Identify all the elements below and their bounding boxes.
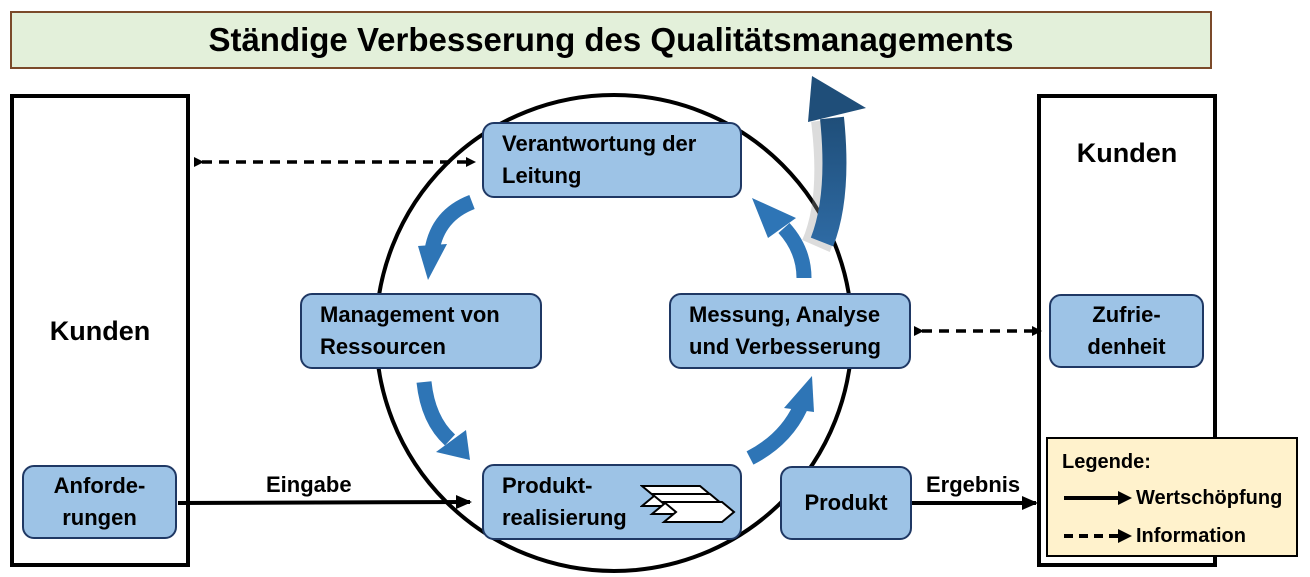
box-satisfaction: Zufrie- denheit	[1049, 294, 1204, 368]
box-product: Produkt	[780, 466, 912, 540]
box-requirements-line1: Anforde-	[53, 473, 146, 498]
legend-title: Legende:	[1062, 451, 1151, 473]
customer-label-right: Kunden	[1076, 138, 1178, 168]
box-realization-line2: realisierung	[502, 505, 627, 530]
cycle-arrow-top-left	[418, 194, 475, 280]
box-leadership-line1: Verantwortung der	[502, 131, 697, 156]
process-chevrons-icon	[640, 485, 736, 523]
input-label: Eingabe	[266, 472, 352, 497]
box-resources-line2: Ressourcen	[320, 334, 446, 359]
legend-solid-arrow-icon	[1064, 491, 1132, 505]
box-leadership: Verantwortung der Leitung	[482, 122, 742, 198]
box-requirements-line2: rungen	[62, 505, 137, 530]
legend: Legende: Wertschöpfung Information	[1046, 437, 1298, 557]
page-title: Ständige Verbesserung des Qualitätsmanag…	[10, 11, 1212, 69]
cycle-arrow-bottom-right	[746, 376, 814, 465]
improvement-arrow	[802, 76, 866, 252]
cycle-arrow-top-right	[752, 198, 812, 279]
box-resources: Management von Ressourcen	[300, 293, 542, 369]
cycle-arrow-bottom-left	[416, 381, 470, 460]
box-satisfaction-line2: denheit	[1087, 334, 1166, 359]
legend-information: Information	[1136, 525, 1246, 547]
legend-dashed-arrow-icon	[1064, 529, 1132, 543]
box-measurement-line1: Messung, Analyse	[689, 302, 881, 327]
box-product-label: Produkt	[804, 490, 888, 515]
box-measurement: Messung, Analyse und Verbesserung	[669, 293, 911, 369]
box-requirements: Anforde- rungen	[22, 465, 177, 539]
box-satisfaction-line1: Zufrie-	[1092, 302, 1161, 327]
legend-value-chain: Wertschöpfung	[1136, 487, 1283, 509]
box-realization: Produkt- realisierung	[482, 464, 742, 540]
input-arrow	[177, 495, 472, 510]
output-label: Ergebnis	[926, 472, 1021, 497]
box-resources-line1: Management von	[320, 302, 500, 327]
box-realization-line1: Produkt-	[502, 473, 593, 498]
box-measurement-line2: und Verbesserung	[689, 334, 881, 359]
box-leadership-line2: Leitung	[502, 163, 582, 188]
customer-label-left: Kunden	[49, 316, 151, 346]
